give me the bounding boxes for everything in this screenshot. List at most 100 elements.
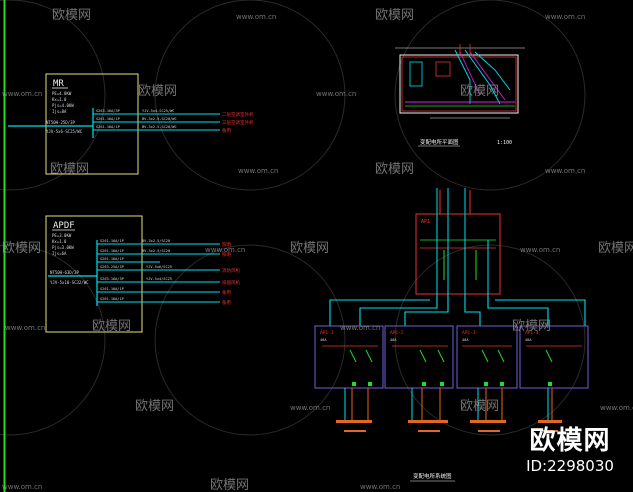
watermark-url: www.om.cn [545,13,585,21]
watermark-url: www.om.cn [238,167,278,175]
sub-panel-label: AP1-4 [525,330,539,336]
watermark-url: www.om.cn [2,90,42,98]
plan-drawing: 变配电所平面图 1:100 [395,44,525,147]
sub-panel-label: AP1-1 [320,330,334,336]
watermark-url: www.om.cn [290,404,330,412]
watermark-brand: 欧模网 [290,241,329,256]
sub-panel-frame [519,325,589,389]
corner-brand-logo: 欧模网 ID:2298030 [510,426,630,482]
watermark-brand: 欧模网 [210,478,249,492]
corner-brand-name: 欧模网 [529,426,611,456]
apdf-out-breaker: S263-16A/3P [100,277,124,281]
apdf-out-breaker: S261-16A/1P [100,239,124,243]
mr-out-breaker: S261-16A/1P [96,125,120,129]
plan-room-outline [399,54,519,114]
watermark-url: www.om.cn [5,324,45,332]
watermark-brand: 欧模网 [598,241,633,256]
apdf-out-cable: YJV-5x4/SC25 [146,277,172,281]
mr-panel: MR PE=4.0KW Kx=1.0 Pjs=4.0KW Ijs=8A NT50… [8,73,254,175]
sub-panel-rating: 40A [462,338,469,342]
apdf-out-breaker: S261-16A/1P [100,257,124,261]
mr-out-load: 备用 [222,127,231,134]
mr-spec-lines: PE=4.0KW Kx=1.0 Pjs=4.0KW Ijs=8A [52,91,74,114]
watermark-brand: 欧模网 [92,319,131,334]
watermark-brand: 欧模网 [138,84,177,99]
apdf-out-breaker: S261-16A/1P [100,297,124,301]
corner-brand-id: ID:2298030 [526,457,614,475]
watermark-brand: 欧模网 [512,319,551,334]
watermark-url: www.om.cn [520,246,560,254]
watermark-url: www.om.cn [205,246,245,254]
apdf-spec-line: Ijs=6A [52,251,67,256]
mr-main-breaker: NT50H-25D/3P [46,120,75,125]
watermark-url: www.om.cn [316,90,356,98]
sub-panel-rating: 40A [320,338,327,342]
apdf-panel-frame [45,215,143,333]
watermark-brand: 欧模网 [375,8,414,23]
apdf-main-breaker: NT50H-63D/3P [50,270,79,275]
sub-panel-rating: 40A [525,338,532,342]
watermark-brand: 欧模网 [52,8,91,23]
sub-panel-frame [456,325,518,389]
mr-out-load: 三层空调室外机 [222,119,254,126]
apdf-panel-title: APDF [53,221,75,231]
sub-panel-label: AP1-2 [390,330,404,336]
mr-out-load: 二层空调室外机 [222,111,254,118]
plan-scale: 1:100 [497,140,512,146]
system-sub-panels: AP1-1 40A AP1-2 40A AP1-3 40A AP1-4 40A [314,325,589,389]
system-top-panel-label: AP1 [421,219,430,225]
mr-spec-line: Ijs=8A [52,109,67,114]
apdf-out-breaker: S261-16A/1P [100,249,124,253]
mr-out-cable: YJV-5x4-SC25/WC [142,109,174,113]
apdf-spec-lines: PE=3.0KW Kx=1.0 Pjs=3.0KW Ijs=6A [52,233,74,256]
apdf-out-cable: BV-3x2.5/SC20 [142,249,170,253]
watermark-brand: 欧模网 [460,399,499,414]
mr-panel-frame [45,73,139,175]
apdf-out-breaker: S261-16A/1P [100,287,124,291]
apdf-out-load: 排烟风机 [222,279,240,286]
mr-outgoing-circuits: S263-16A/3P YJV-5x4-SC25/WC 二层空调室外机 S261… [93,109,254,134]
sub-panel-frame [314,325,384,389]
apdf-out-cable: BV-3x2.5/SC20 [142,239,170,243]
mr-feed-cable: YJV-5x6-SC25/WC [46,129,83,134]
apdf-out-load: 备用 [222,289,231,296]
system-drawing: AP1 [314,188,589,482]
mr-out-breaker: S263-16A/3P [96,109,120,113]
mr-spec-line: Pjs=4.0KW [52,103,74,108]
apdf-outgoing-circuits: S261-16A/1P BV-3x2.5/SC20 照明 S261-16A/1P… [97,239,240,306]
apdf-out-load: 消防风机 [222,267,240,274]
apdf-out-cable: YJV-5x6/SC25 [146,265,172,269]
watermark-url: www.om.cn [236,13,276,21]
watermark-brand: 欧模网 [50,162,89,177]
mr-out-cable: BV-3x2.5-SC20/WC [142,125,177,129]
apdf-spec-line: Kx=1.0 [52,239,67,244]
watermarks: 欧模网 www.om.cn 欧模网 www.om.cn www.om.cn 欧模… [2,8,633,492]
watermark-brand: 欧模网 [2,241,41,256]
mr-spec-line: PE=4.0KW [52,91,72,96]
mr-panel-title: MR [53,79,64,89]
apdf-out-load: 照明 [222,252,231,258]
apdf-spec-line: PE=3.0KW [52,233,72,238]
system-top-panel-frame [415,213,501,295]
mr-spec-line: Kx=1.0 [52,97,67,102]
apdf-out-breaker: S263-25A/3P [100,265,124,269]
sub-panel-label: AP1-3 [462,330,476,336]
watermark-url: www.om.cn [600,404,633,412]
mr-out-cable: BV-3x2.5-SC20/WC [142,117,177,121]
apdf-spec-line: Pjs=3.0KW [52,245,74,250]
plan-caption: 变配电所平面图 [420,138,459,146]
watermark-brand: 欧模网 [460,84,499,99]
watermark-url: www.om.cn [340,324,380,332]
watermark-url: www.om.cn [545,167,585,175]
sub-panel-rating: 40A [390,338,397,342]
watermark-url: www.om.cn [2,483,42,491]
apdf-feed-cable: YJV-5x10-SC32/WC [50,280,89,285]
sub-panel-frame [384,325,454,389]
system-caption: 变配电所系统图 [413,472,452,480]
watermark-url: www.om.cn [360,483,400,491]
watermark-brand: 欧模网 [375,162,414,177]
apdf-panel: APDF PE=3.0KW Kx=1.0 Pjs=3.0KW Ijs=6A NT… [45,215,240,333]
apdf-out-load: 备用 [222,299,231,306]
